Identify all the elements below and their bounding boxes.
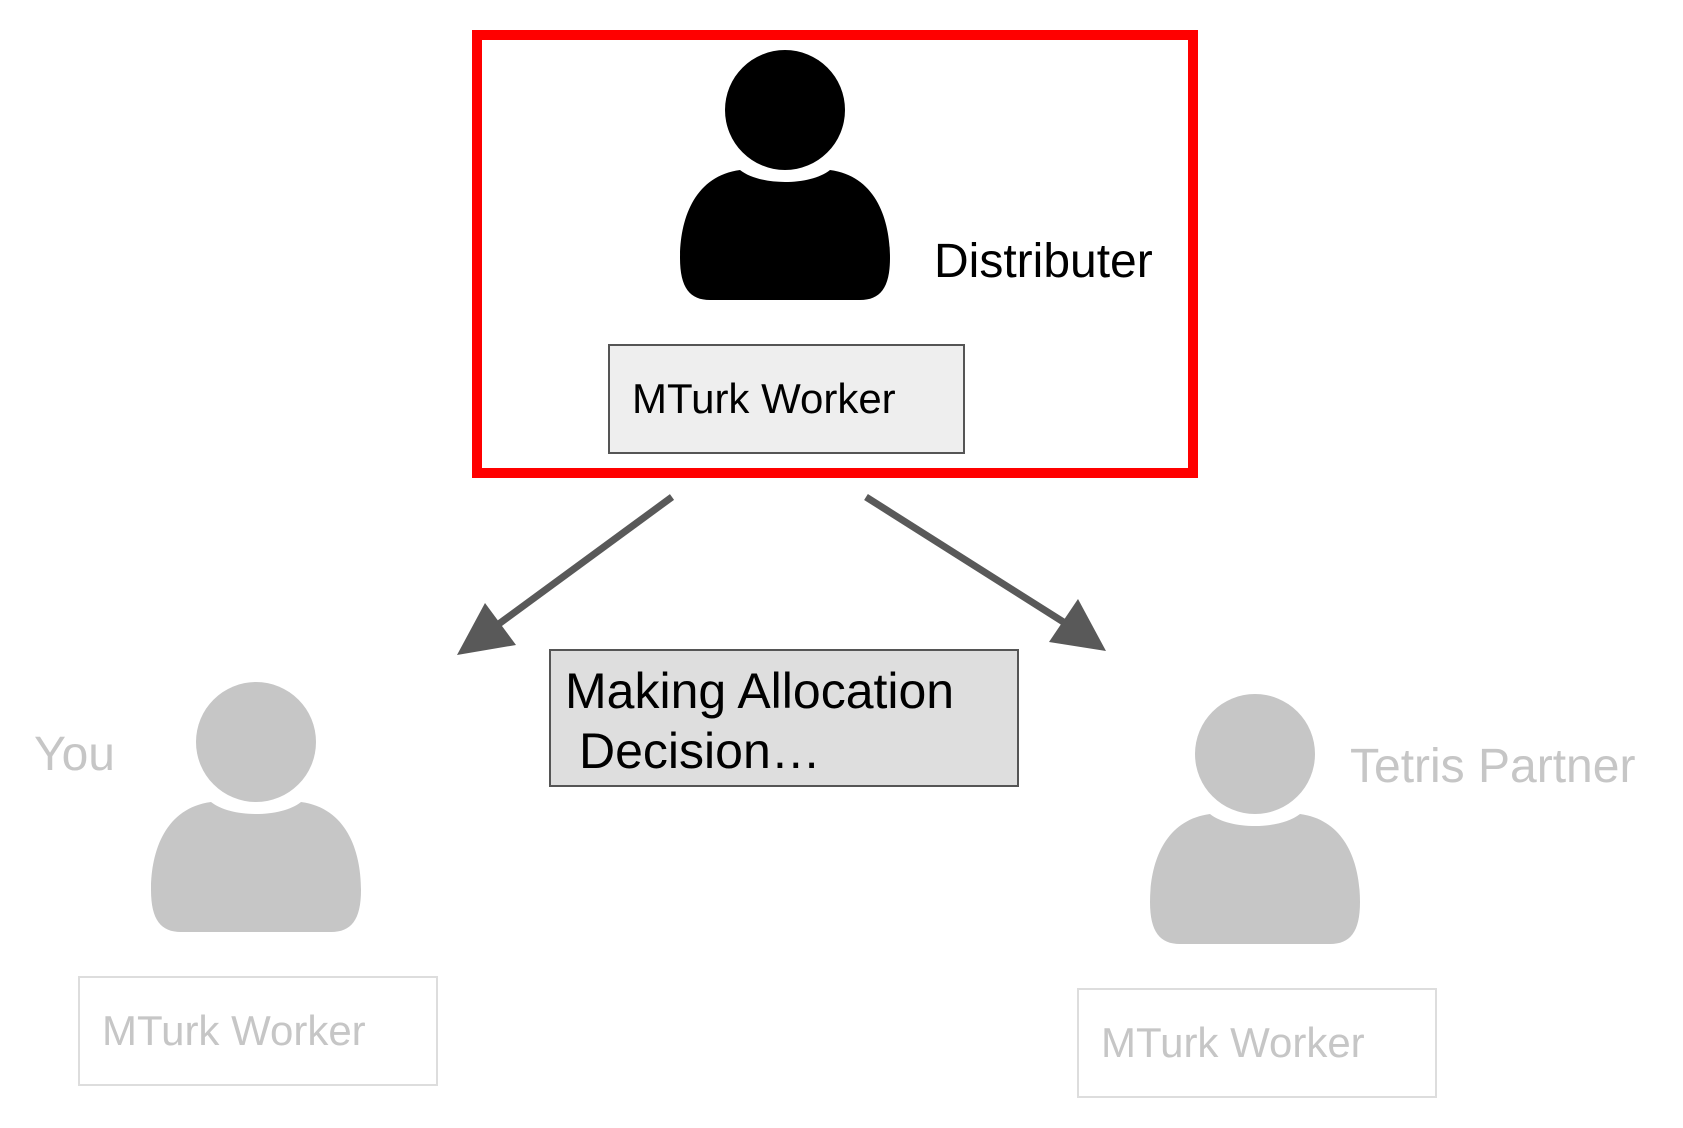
- you-role-label: You: [34, 728, 115, 781]
- partner-role-label: Tetris Partner: [1350, 740, 1636, 793]
- arrow-to-partner: [864, 494, 1106, 651]
- arrow-to-you: [457, 494, 675, 655]
- distributer-worker-tag: MTurk Worker: [608, 344, 965, 454]
- distributer-role-label: Distributer: [934, 235, 1153, 288]
- you-person-icon: [151, 682, 361, 932]
- you-worker-tag: MTurk Worker: [78, 976, 438, 1086]
- partner-person-icon: [1150, 694, 1360, 944]
- status-line-1: Making Allocation: [565, 663, 955, 719]
- partner-worker-tag: MTurk Worker: [1077, 988, 1437, 1098]
- distributer-person-icon: [680, 50, 890, 300]
- status-line-2: Decision…: [579, 723, 821, 779]
- allocation-status-box: Making Allocation Decision…: [549, 649, 1019, 787]
- active-role-highlight: [472, 30, 1198, 478]
